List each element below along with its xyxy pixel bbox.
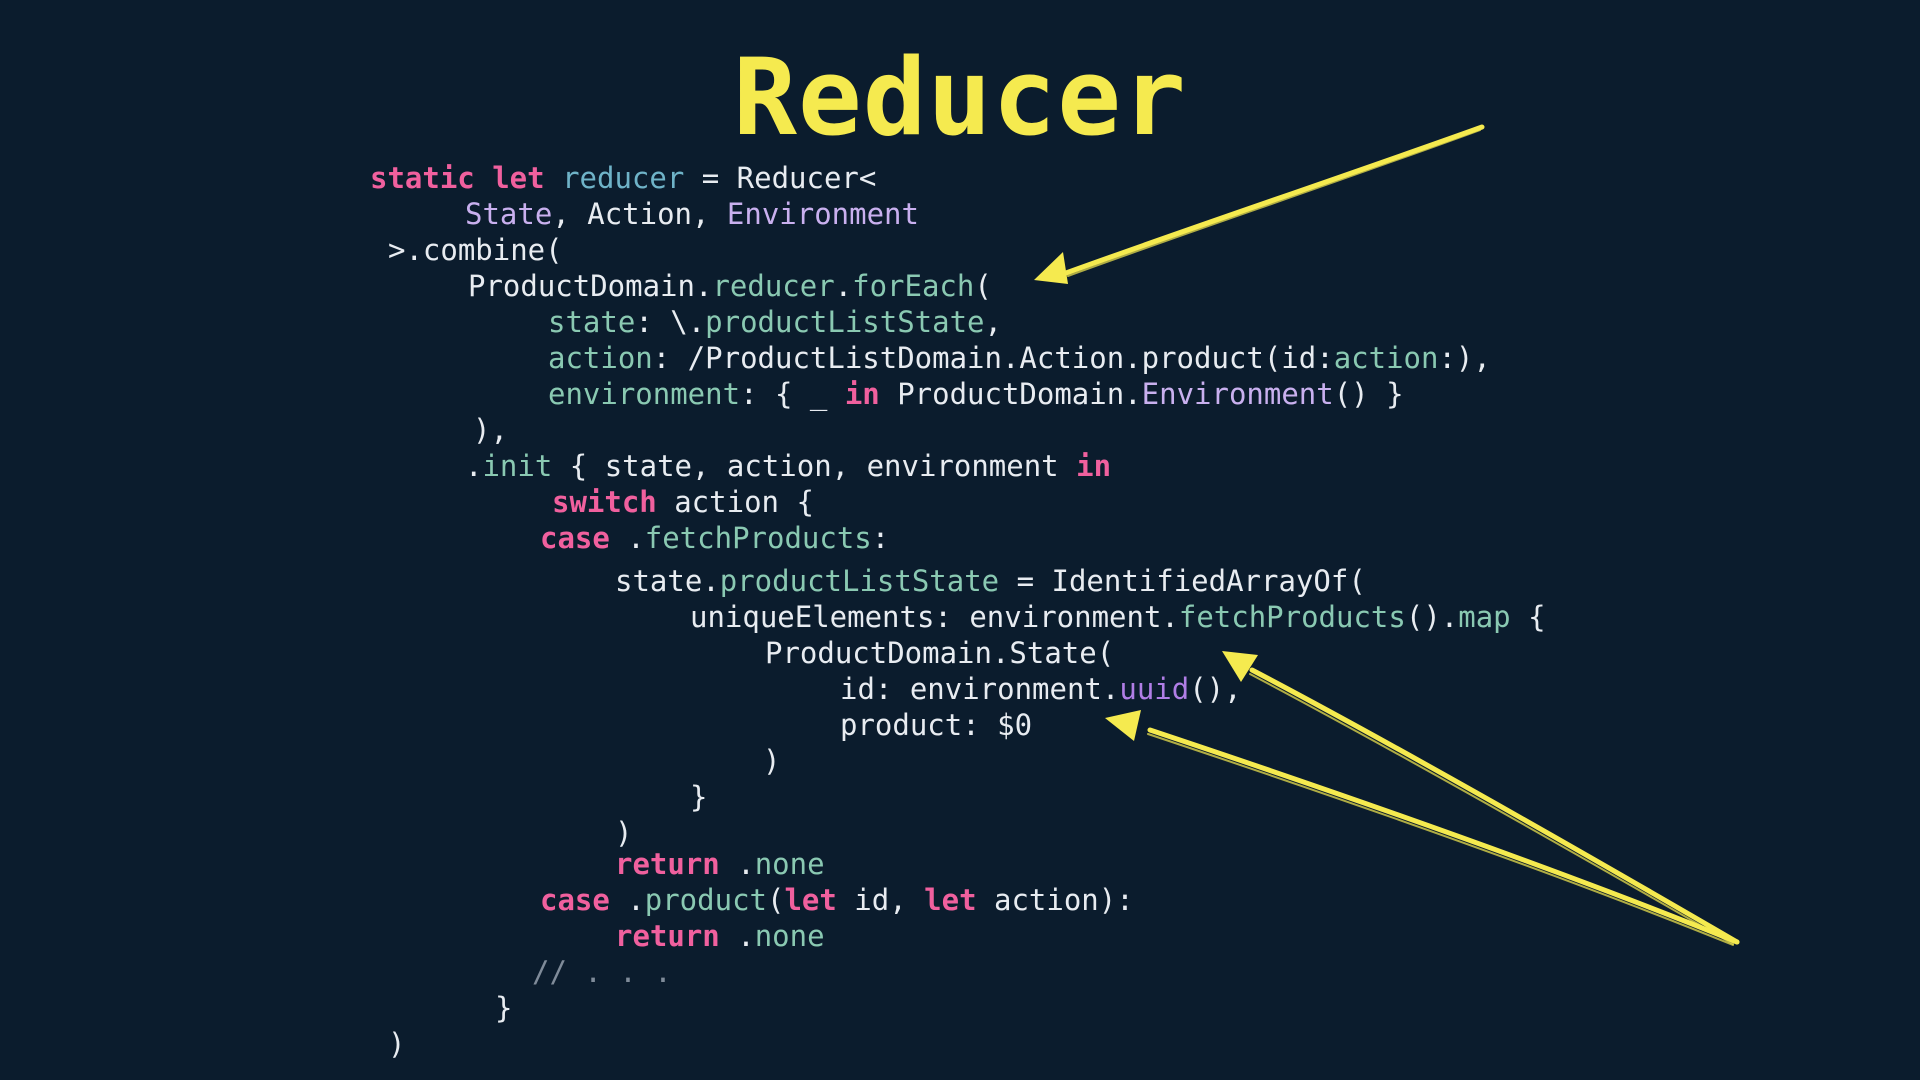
code-token: in [844, 377, 880, 411]
code-line: uniqueElements: environment.fetchProduct… [690, 599, 1546, 635]
code-token: . [834, 269, 853, 303]
code-line: case .fetchProducts: [540, 520, 889, 556]
code-token: : \. [635, 305, 706, 339]
code-line: } [495, 990, 512, 1026]
code-line: .init { state, action, environment in [465, 448, 1111, 484]
code-token: none [754, 919, 825, 953]
code-token: : [871, 521, 890, 555]
code-token: , [552, 197, 588, 231]
code-token: uniqueElements: environment. [690, 600, 1179, 634]
code-token: return [615, 847, 720, 881]
code-token: { state, action, environment [552, 449, 1077, 483]
code-token: return [615, 919, 720, 953]
code-line: product: $0 [840, 707, 1032, 743]
code-token: fetchProducts [1178, 600, 1406, 634]
code-line: switch action { [552, 484, 814, 520]
code-token: . [609, 883, 645, 917]
code-line: id: environment.uuid(), [840, 671, 1242, 707]
code-token: >.combine( [388, 233, 563, 267]
code-token: action { [656, 485, 814, 519]
code-token: state. [615, 564, 720, 598]
code-token: let [924, 883, 977, 917]
code-token: action): [976, 883, 1134, 917]
code-line: ) [388, 1026, 405, 1062]
code-token: { [1510, 600, 1546, 634]
code-token: = Reducer< [684, 161, 877, 195]
code-token: ( [974, 269, 992, 303]
code-token: init [482, 449, 553, 483]
code-token: fetchProducts [644, 521, 872, 555]
code-token: :), [1438, 341, 1491, 375]
code-line: return .none [615, 846, 825, 882]
code-token: productListState [705, 305, 985, 339]
code-line: static let reducer = Reducer< [370, 160, 876, 196]
code-token: ( [766, 883, 785, 917]
code-line: ), [473, 412, 508, 448]
code-token: // . . . [532, 955, 672, 989]
code-token: product: $0 [840, 708, 1033, 742]
code-token: ) [615, 816, 633, 850]
code-token: : /ProductListDomain.Action.product(id: [652, 341, 1334, 375]
code-token: action [1333, 341, 1439, 375]
code-token: static let [370, 161, 563, 195]
code-line: >.combine( [388, 232, 563, 268]
code-token: = IdentifiedArrayOf( [999, 564, 1366, 598]
code-line: environment: { _ in ProductDomain.Enviro… [548, 376, 1404, 412]
code-token: forEach [852, 269, 975, 303]
code-token: in [1076, 449, 1112, 483]
code-line: state.productListState = IdentifiedArray… [615, 563, 1366, 599]
code-token: ProductDomain. [879, 377, 1142, 411]
code-token: State [465, 197, 553, 231]
code-token: case [540, 521, 610, 555]
code-token: id: environment. [840, 672, 1120, 706]
code-token: case [540, 883, 610, 917]
code-token: () } [1333, 377, 1404, 411]
code-token: switch [552, 485, 657, 519]
code-line: } [690, 779, 707, 815]
code-token: : { _ [740, 377, 845, 411]
code-line: case .product(let id, let action): [540, 882, 1134, 918]
code-token: map [1458, 600, 1511, 634]
code-token: reducer [712, 269, 835, 303]
code-token: id, [836, 883, 925, 917]
code-line: ) [615, 815, 632, 851]
code-token: . [719, 919, 755, 953]
code-line: // . . . [532, 954, 672, 990]
code-token: let [784, 883, 837, 917]
code-token: (), [1189, 672, 1242, 706]
code-token: Environment [726, 197, 919, 231]
code-line: State, Action, Environment [465, 196, 919, 232]
code-token: . [719, 847, 755, 881]
code-token: } [690, 780, 708, 814]
code-line: ProductDomain.reducer.forEach( [468, 268, 992, 304]
code-token: , [692, 197, 727, 231]
code-token: productListState [719, 564, 1000, 598]
code-token: state [548, 305, 636, 339]
code-token: ) [388, 1027, 406, 1061]
code-token: environment [548, 377, 741, 411]
code-line: return .none [615, 918, 825, 954]
code-token: ) [763, 744, 781, 778]
code-line: ProductDomain.State( [765, 635, 1114, 671]
code-token: , [984, 305, 1002, 339]
code-token: ProductDomain. [468, 269, 713, 303]
code-token: . [609, 521, 645, 555]
code-token: product [644, 883, 767, 917]
code-token: } [495, 991, 513, 1025]
code-token: ProductDomain.State( [765, 636, 1115, 670]
code-token: ), [473, 413, 508, 447]
code-token: action [548, 341, 653, 375]
code-line: action: /ProductListDomain.Action.produc… [548, 340, 1491, 376]
code-token: (). [1405, 600, 1459, 634]
code-token: uuid [1119, 672, 1190, 706]
code-token: . [465, 449, 483, 483]
code-line: state: \.productListState, [548, 304, 1002, 340]
code-token: none [754, 847, 825, 881]
code-token: Environment [1141, 377, 1334, 411]
code-line: ) [763, 743, 780, 779]
code-token: reducer [562, 161, 685, 195]
code-token: Action [587, 197, 692, 231]
